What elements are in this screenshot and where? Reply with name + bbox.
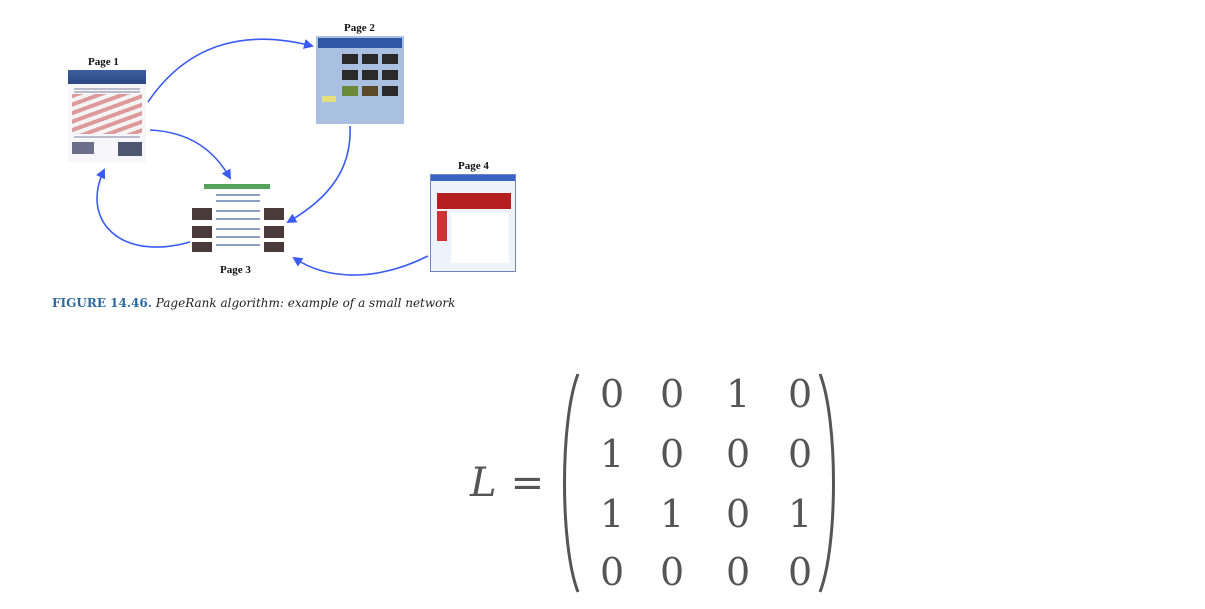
arrow-page4-to-page3 bbox=[292, 255, 429, 276]
matrix-cell-r3c2: 1 bbox=[659, 492, 685, 536]
caption-label: FIGURE 14.46. bbox=[52, 296, 152, 310]
matrix-parentheses bbox=[563, 373, 836, 593]
page-1-label: Page 1 bbox=[88, 56, 119, 68]
matrix-cell-r4c3: 0 bbox=[725, 550, 751, 594]
matrix-cell-r1c1: 0 bbox=[599, 372, 625, 416]
caption-text: PageRank algorithm: example of a small n… bbox=[155, 296, 456, 310]
page-2-label: Page 2 bbox=[344, 22, 375, 34]
equals-sign: = bbox=[510, 460, 545, 506]
matrix-cell-r3c4: 1 bbox=[787, 492, 813, 536]
page-4-label: Page 4 bbox=[458, 160, 489, 172]
page-2-thumbnail bbox=[316, 36, 404, 124]
matrix-cell-r4c2: 0 bbox=[659, 550, 685, 594]
matrix-cell-r1c3: 1 bbox=[725, 372, 751, 416]
matrix-cell-r2c1: 1 bbox=[599, 432, 625, 476]
matrix-cell-r4c4: 0 bbox=[787, 550, 813, 594]
arrow-page3-to-page1 bbox=[96, 168, 191, 248]
matrix-cell-r3c1: 1 bbox=[599, 492, 625, 536]
matrix-cell-r2c3: 0 bbox=[725, 432, 751, 476]
page-4-thumbnail bbox=[430, 174, 516, 272]
matrix-cell-r1c2: 0 bbox=[659, 372, 685, 416]
link-arrows bbox=[96, 38, 429, 276]
page-3-label: Page 3 bbox=[220, 264, 251, 276]
matrix-cell-r2c2: 0 bbox=[659, 432, 685, 476]
arrow-page1-to-page3 bbox=[149, 129, 231, 180]
arrow-page2-to-page3 bbox=[286, 125, 351, 223]
matrix-cell-r1c4: 0 bbox=[787, 372, 813, 416]
equation-lhs: L bbox=[470, 460, 497, 506]
figure-caption: FIGURE 14.46. PageRank algorithm: exampl… bbox=[52, 296, 455, 310]
matrix-cell-r4c1: 0 bbox=[599, 550, 625, 594]
link-matrix: 0 0 1 0 1 0 0 0 1 1 0 1 0 0 0 0 bbox=[558, 370, 840, 596]
arrow-page1-to-page2 bbox=[147, 38, 314, 103]
matrix-cell-r2c4: 0 bbox=[787, 432, 813, 476]
matrix-cell-r3c3: 0 bbox=[725, 492, 751, 536]
page-3-thumbnail bbox=[190, 184, 286, 256]
page-1-thumbnail bbox=[68, 70, 146, 162]
adjacency-equation: L = 0 0 1 0 1 0 0 0 1 1 0 1 0 0 0 0 bbox=[470, 370, 840, 596]
pagerank-figure: Page 1 Page 2 bbox=[0, 0, 560, 330]
